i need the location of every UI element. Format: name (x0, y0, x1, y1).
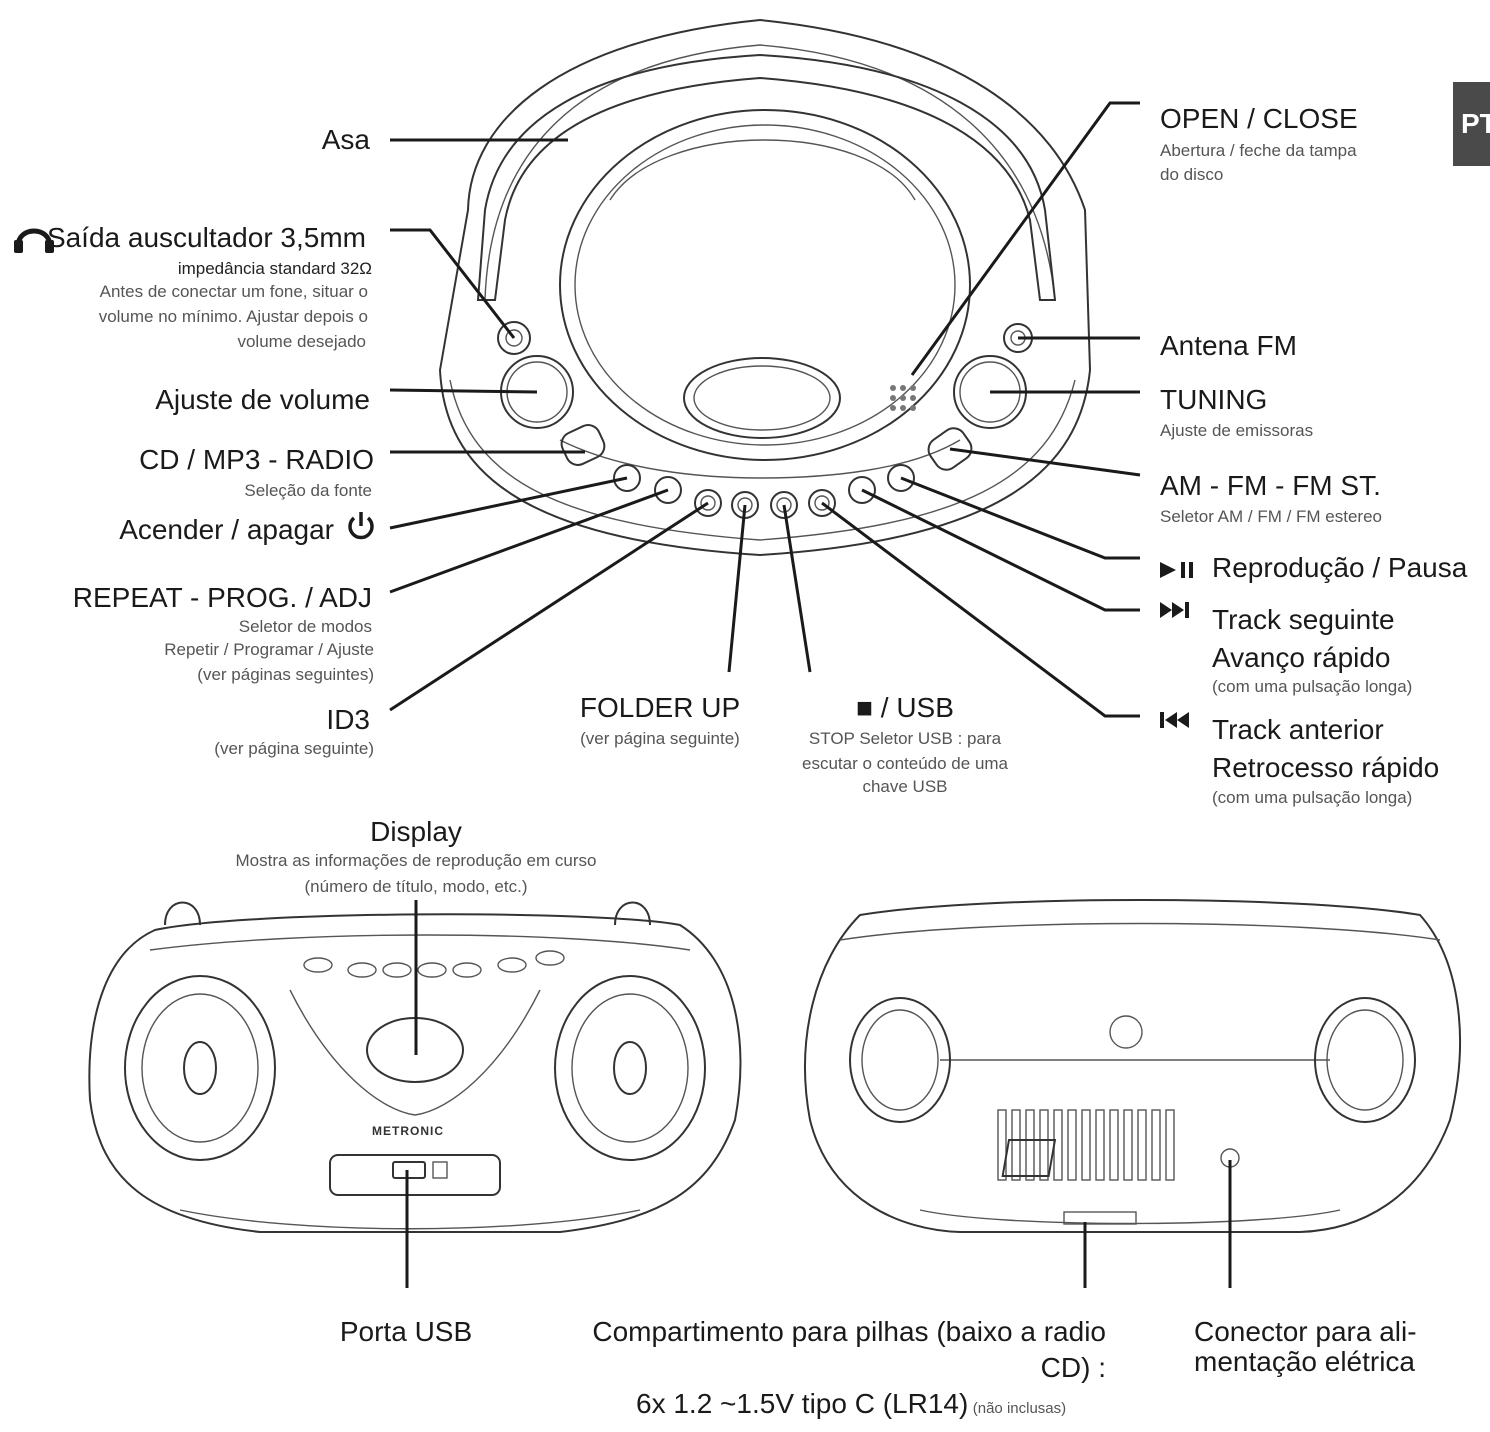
label-battery-spec-main: 6x 1.2 ~1.5V tipo C (LR14) (636, 1388, 969, 1419)
label-open-close-sub-1: Abertura / feche da tampa (1160, 141, 1357, 160)
label-power-conn-2: mentação elétrica (1194, 1346, 1416, 1377)
brand-logo: METRONIC (372, 1124, 444, 1138)
label-band-sub: Seletor AM / FM / FM estereo (1160, 507, 1383, 526)
label-stop-sub-2: escutar o conteúdo de uma (801, 754, 1009, 773)
label-power: Acender / apagar (119, 514, 334, 545)
label-tuning: TUNING (1160, 384, 1268, 415)
label-battery-2: CD) : (1040, 1352, 1106, 1383)
label-power-conn-1: Conector para ali- (1194, 1316, 1417, 1347)
label-handle: Asa (321, 124, 370, 155)
label-source-sub: Seleção da fonte (244, 481, 372, 500)
headphone-icon (14, 228, 54, 253)
label-prev-sub: (com uma pulsação longa) (1212, 788, 1413, 807)
play-pause-icon (1160, 562, 1193, 578)
label-headphone-note-2: volume no mínimo. Ajustar depois o (98, 307, 368, 326)
label-next-2: Avanço rápido (1212, 642, 1391, 673)
label-play-pause: Reprodução / Pausa (1212, 552, 1468, 583)
next-track-icon (1160, 602, 1189, 618)
label-band: AM - FM - FM ST. (1160, 470, 1381, 501)
label-battery-1: Compartimento para pilhas (baixo a radio (592, 1316, 1106, 1347)
label-next-1: Track seguinte (1212, 604, 1395, 635)
label-repeat-sub-1: Seletor de modos (238, 617, 372, 636)
label-next-sub: (com uma pulsação longa) (1212, 677, 1413, 696)
label-source: CD / MP3 - RADIO (139, 444, 374, 475)
label-display-sub-2: (número de título, modo, etc.) (304, 877, 528, 896)
label-battery-spec: 6x 1.2 ~1.5V tipo C (LR14) (não inclusas… (636, 1388, 1066, 1420)
label-open-close-sub-2: do disco (1160, 165, 1224, 184)
label-tuning-sub: Ajuste de emissoras (1160, 421, 1314, 440)
front-view-radio (88, 901, 742, 1233)
label-volume: Ajuste de volume (155, 384, 370, 415)
label-repeat: REPEAT - PROG. / ADJ (72, 582, 372, 613)
label-stop-sub-1: STOP Seletor USB : para (808, 729, 1002, 748)
label-headphone: Saída auscultador 3,5mm (46, 222, 366, 253)
label-stop-sub-3: chave USB (862, 777, 948, 796)
label-folder-up-sub: (ver página seguinte) (580, 729, 740, 748)
language-tab: PT (1453, 82, 1490, 166)
label-usb-port: Porta USB (339, 1316, 473, 1347)
previous-track-icon (1160, 712, 1189, 728)
label-repeat-sub-2: Repetir / Programar / Ajuste (164, 640, 374, 659)
label-id3-sub: (ver página seguinte) (214, 739, 374, 758)
leader-lines-top (389, 101, 1141, 718)
label-antenna: Antena FM (1160, 330, 1297, 361)
label-stop-usb: ■ / USB (856, 692, 954, 723)
label-open-close: OPEN / CLOSE (1160, 103, 1358, 134)
leader-lines-bottom (405, 900, 1232, 1288)
label-battery-note: (não inclusas) (972, 1400, 1067, 1417)
label-repeat-sub-3: (ver páginas seguintes) (197, 665, 374, 684)
label-id3: ID3 (326, 704, 370, 735)
label-folder-up: FOLDER UP (579, 692, 741, 723)
label-prev-2: Retrocesso rápido (1212, 752, 1440, 783)
label-headphone-note-3: volume desejado (237, 332, 366, 351)
back-view-radio (804, 899, 1461, 1233)
label-display-sub-1: Mostra as informações de reprodução em c… (235, 851, 597, 870)
label-headphone-note-1: Antes de conectar um fone, situar o (99, 282, 368, 301)
label-prev-1: Track anterior (1212, 714, 1384, 745)
top-view-radio (438, 18, 1092, 557)
power-icon (348, 512, 374, 540)
label-display: Display (370, 816, 462, 847)
label-headphone-impedance: impedância standard 32Ω (177, 259, 372, 278)
